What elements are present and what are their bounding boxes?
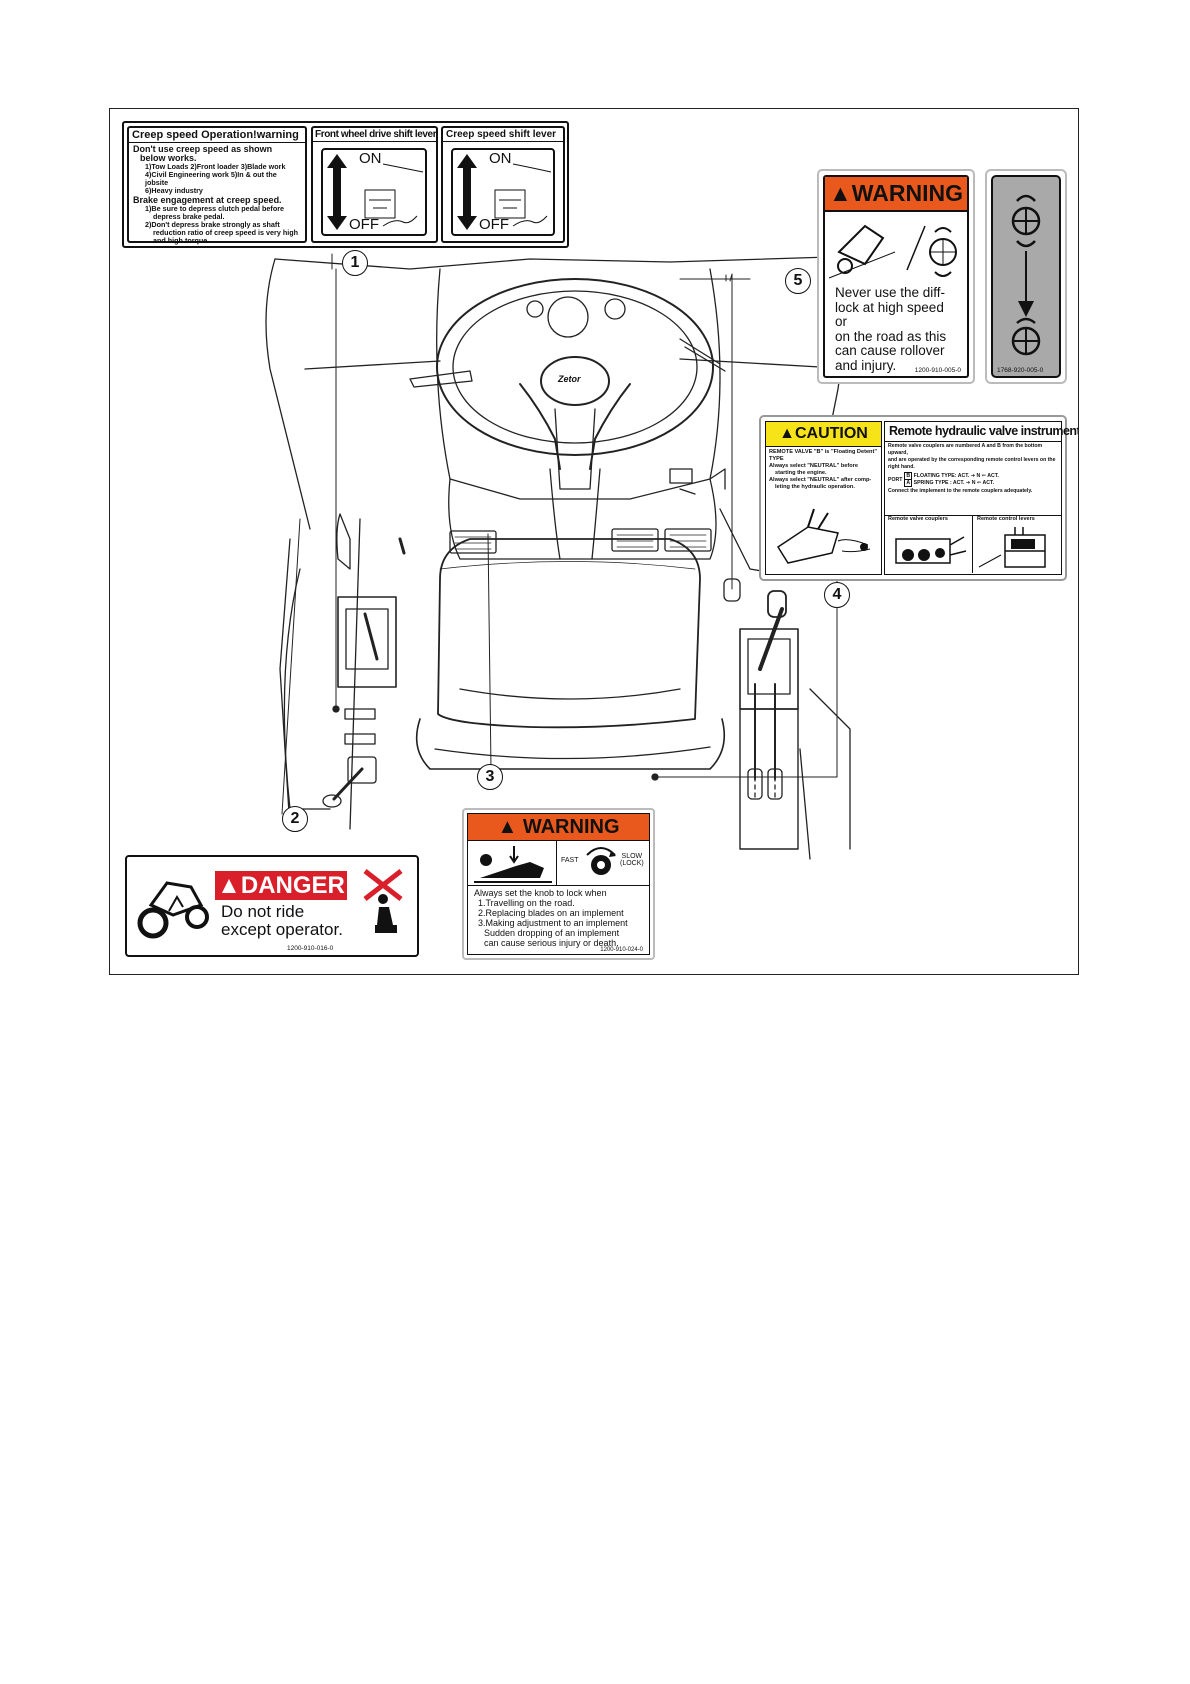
decal-text: Always set the knob to lock when (474, 888, 607, 898)
decal-title: Remote hydraulic valve instruments (885, 422, 1078, 442)
decal-text: 3.Making adjustment to an implement (478, 918, 628, 928)
hydraulic-operation-icon (776, 508, 871, 564)
decal-title: Front wheel drive shift lever (313, 129, 437, 142)
decal-text: and are operated by the corresponding re… (888, 457, 1056, 470)
decal-text: and high torque. (153, 236, 210, 245)
up-down-arrow-icon (457, 154, 552, 230)
port-a-label: A (904, 479, 913, 487)
decal-text: lock at high speed or (835, 299, 944, 329)
part-number: 1768-920-005-0 (997, 367, 1044, 374)
decal-text: Remote valve couplers are numbered A and… (888, 443, 1043, 456)
difflock-pedal-decal: 1768-920-005-0 (985, 169, 1067, 384)
warning-header: ▲ WARNING (468, 814, 649, 841)
decal-title: Creep speed shift lever (443, 128, 563, 142)
decal-text: 4)Civil Engineering work 5)In & out the … (145, 170, 277, 187)
rollover-diff-icon (828, 224, 957, 279)
decal-text: Connect the implement to the remote coup… (888, 488, 1033, 494)
decal-text: can cause rollover (835, 343, 945, 358)
safety-decal-figure: 1 2 3 4 5 Creep speed Operation!warning … (109, 108, 1079, 975)
warning-header: ▲WARNING (825, 177, 967, 212)
lock-label: (LOCK) (620, 860, 644, 867)
decal-text: on the road as this (835, 328, 947, 344)
decal-text: starting the engine. (775, 470, 827, 476)
decal-text: 6)Heavy industry (145, 186, 203, 195)
difflock-engage-arrow-icon (1011, 194, 1041, 356)
decal-text: REMOTE VALVE "B" is "Floating Detent" TY… (769, 449, 877, 462)
remote-hydraulic-decal: Remote hydraulic valve instruments Remot… (884, 421, 1078, 575)
knob-dial-icon (586, 847, 616, 875)
front-wheel-drive-lever-decal: Front wheel drive shift lever ON OFF (311, 126, 438, 243)
spring-type-label: SPRING TYPE : ACT. (913, 480, 965, 486)
part-number: 1200-910-024-0 (600, 947, 643, 953)
decal-group-1: Creep speed Operation!warning Don't use … (122, 121, 569, 248)
decal-text: Never use the diff- (835, 285, 946, 300)
slow-label: SLOW (621, 853, 643, 860)
decal-text: reduction ratio of creep speed is very h… (153, 228, 298, 237)
knob-warning-decal: ▲ WARNING FAST SLOW (462, 808, 655, 960)
decal-text: 1.Travelling on the road. (478, 898, 575, 908)
callout-1: 1 (342, 250, 368, 276)
decal-text: 2.Replacing blades on an implement (478, 908, 624, 918)
couplers-label: Remote valve couplers (888, 516, 948, 522)
creep-speed-warning-decal: Creep speed Operation!warning Don't use … (127, 126, 307, 245)
decal-text: Sudden dropping of an implement (484, 928, 620, 938)
off-label: OFF (479, 216, 509, 233)
decal-text: 1)Be sure to depress clutch pedal before (145, 204, 284, 213)
crush-hazard-icon (474, 846, 552, 883)
decal-text: and injury. (835, 357, 897, 373)
decal-text: Do not ride (221, 902, 305, 921)
on-label: ON (489, 150, 512, 167)
tractor-rollover-icon (137, 881, 209, 939)
creep-speed-lever-decal: Creep speed shift lever ON OFF (441, 126, 565, 243)
callout-5: 5 (785, 268, 811, 294)
act-label: ACT. (987, 473, 999, 479)
neutral-label: N (971, 480, 976, 486)
lever-diagram: ON OFF (321, 148, 427, 236)
decal-text: 1)Tow Loads 2)Front loader 3)Blade work (145, 162, 286, 171)
decal-text: Always select "NEUTRAL" after comp- (769, 477, 872, 483)
decal-text: Brake engagement at creep speed. (133, 195, 282, 205)
levers-label: Remote control levers (977, 516, 1035, 522)
remote-levers-icon (978, 527, 1046, 568)
decal-text: below works. (140, 153, 197, 163)
decal-text: can cause serious injury or death. (484, 938, 619, 948)
warning-triangle-icon: ▲ (497, 816, 518, 838)
part-number: 1200-910-016-0 (287, 945, 334, 952)
decal-text: except operator. (221, 920, 343, 939)
steering-logo: Zetor (558, 374, 581, 384)
off-label: OFF (349, 216, 379, 233)
danger-header: ▲DANGER (215, 871, 347, 900)
warning-triangle-icon: ▲ (217, 872, 241, 899)
warning-triangle-icon: ▲ (779, 425, 795, 442)
decal-text: depress brake pedal. (153, 212, 225, 221)
remote-couplers-icon (895, 536, 967, 564)
decal-text: Don't use creep speed as shown (133, 144, 273, 154)
decal-text: Always select "NEUTRAL" before (769, 463, 858, 469)
fast-label: FAST (561, 857, 579, 864)
danger-decal: ▲DANGER Do not ride except operator. 120… (125, 855, 419, 957)
warning-triangle-icon: ▲ (829, 180, 852, 206)
neutral-label: N (976, 473, 981, 479)
port-b-label: B (904, 472, 913, 480)
floating-type-label: FLOATING TYPE: ACT. (913, 473, 970, 479)
lever-diagram: ON OFF (451, 148, 555, 236)
decal-text: 2)Don't depress brake strongly as shaft (145, 220, 280, 229)
on-label: ON (359, 150, 382, 167)
no-passenger-icon (363, 869, 403, 933)
decal-group-4: ▲CAUTION REMOTE VALVE "B" is "Floating D… (759, 415, 1078, 581)
port-label: PORT (888, 476, 903, 483)
caution-header: ▲CAUTION (766, 422, 881, 447)
decal-text: leting the hydraulic operation. (775, 484, 855, 490)
decal-title: Creep speed Operation!warning (129, 128, 305, 143)
callout-3: 3 (477, 764, 503, 790)
callout-2: 2 (282, 806, 308, 832)
part-number: 1200-910-005-0 (914, 367, 961, 374)
act-label: ACT. (982, 480, 995, 486)
callout-4: 4 (824, 582, 850, 608)
up-down-arrow-icon (327, 154, 424, 230)
caution-decal: ▲CAUTION REMOTE VALVE "B" is "Floating D… (765, 421, 882, 575)
difflock-warning-decal: ▲WARNING Never use the diff- lock at hig… (817, 169, 975, 384)
